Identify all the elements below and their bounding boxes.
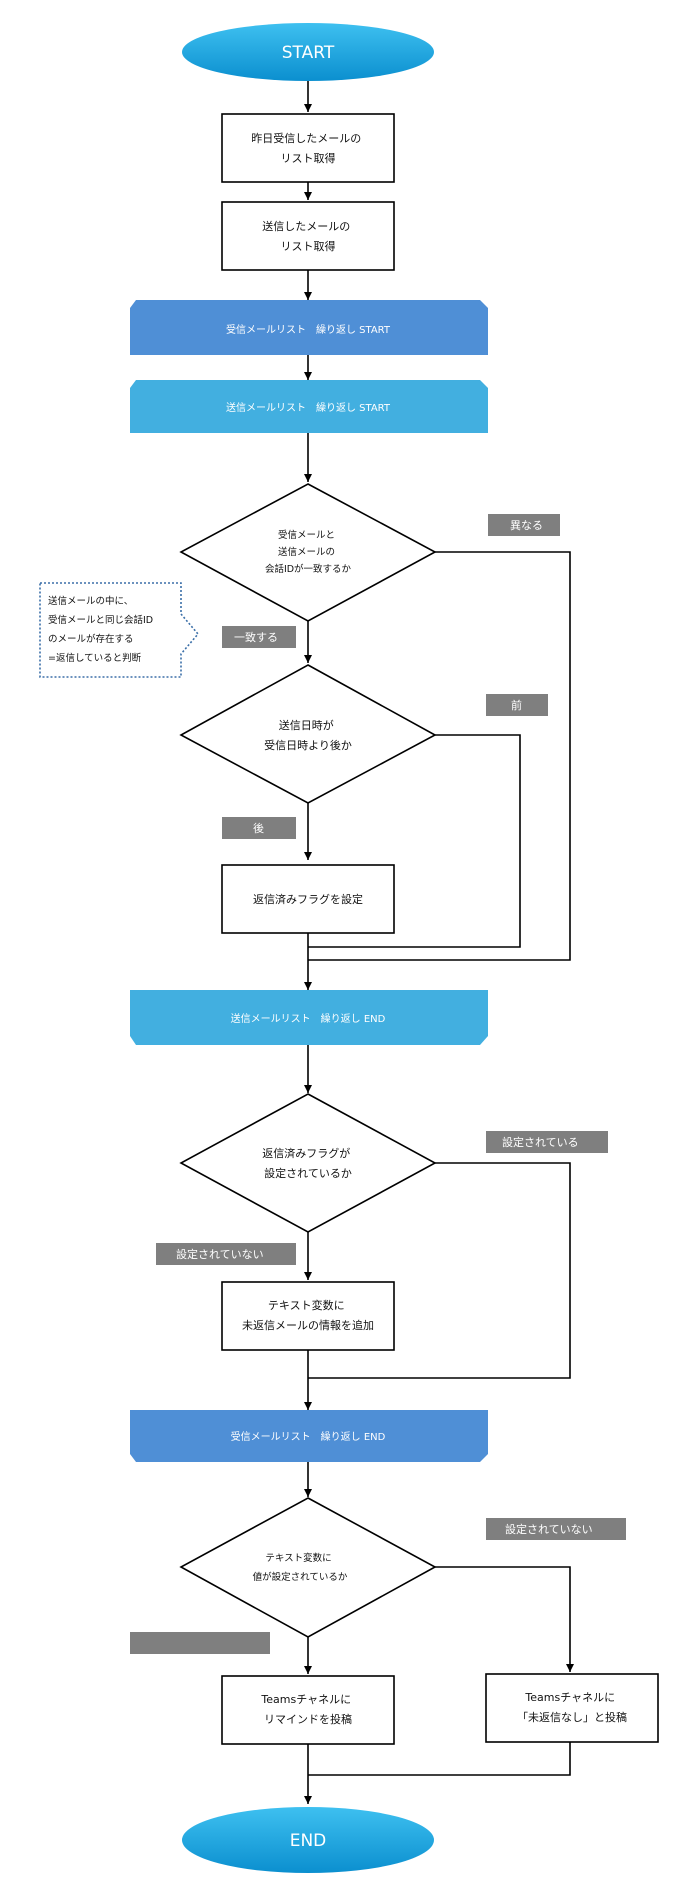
decision-text-set-text: テキスト変数に 値が設定されているか xyxy=(253,1552,348,1583)
loop-received-end xyxy=(130,1410,488,1462)
connector-before xyxy=(308,734,521,948)
label-before: 前 xyxy=(511,698,522,712)
decision-same-conversation-text: 受信メールと 送信メールの 会話IDが一致するか xyxy=(265,529,352,575)
loop-sent-end-text: 送信メールリスト 繰り返し END xyxy=(231,1012,386,1025)
label-match-bg xyxy=(222,626,296,648)
decision-sent-after xyxy=(179,664,437,804)
label-flag-not-set-bg xyxy=(156,1243,296,1265)
step-post-none-text: Teamsチャネルに 「未返信なし」と投稿 xyxy=(517,1691,627,1724)
note-callout xyxy=(39,582,200,678)
end-label: END xyxy=(290,1831,327,1851)
label-after: 後 xyxy=(253,821,264,835)
end-terminal xyxy=(182,1807,434,1873)
connector-different xyxy=(308,551,571,961)
label-flag-set-bg xyxy=(486,1131,608,1153)
loop-received-start-text: 受信メールリスト 繰り返し START xyxy=(226,323,391,336)
label-text-not-set: 設定されていない xyxy=(505,1522,593,1536)
step-get-received xyxy=(221,113,395,183)
connectors xyxy=(304,80,574,1804)
label-match: 一致する xyxy=(234,630,278,644)
loop-sent-start-text: 送信メールリスト 繰り返し START xyxy=(226,401,391,414)
label-before-bg xyxy=(486,694,548,716)
label-different-bg xyxy=(488,514,560,536)
step-set-flag-text: 返信済みフラグを設定 xyxy=(253,892,363,906)
connector-flag-set xyxy=(308,1162,571,1379)
decision-flag-set-text: 返信済みフラグが 設定されているか xyxy=(262,1146,354,1180)
step-post-remind-text: Teamsチャネルに リマインドを投稿 xyxy=(260,1693,354,1726)
label-text-set-bg xyxy=(130,1632,270,1654)
start-terminal xyxy=(182,23,434,81)
label-flag-not-set: 設定されていない xyxy=(176,1247,264,1261)
loop-sent-start xyxy=(130,380,488,433)
loop-received-start xyxy=(130,300,488,355)
decision-flag-set xyxy=(179,1093,437,1233)
step-set-flag xyxy=(221,864,395,934)
start-label: START xyxy=(282,43,335,63)
step-get-sent-text: 送信したメールの リスト取得 xyxy=(262,219,354,253)
step-add-text-text: テキスト変数に 未返信メールの情報を追加 xyxy=(242,1298,374,1332)
connector-merge xyxy=(308,1742,571,1776)
decision-text-set xyxy=(179,1497,437,1638)
label-text-not-set-bg xyxy=(486,1518,626,1540)
loop-received-end-text: 受信メールリスト 繰り返し END xyxy=(231,1430,386,1443)
decision-sent-after-text: 送信日時が 受信日時より後か xyxy=(264,718,352,752)
label-after-bg xyxy=(222,817,296,839)
step-add-text xyxy=(221,1281,395,1351)
label-different: 異なる xyxy=(510,519,543,532)
step-post-remind xyxy=(221,1675,395,1745)
decision-same-conversation xyxy=(179,483,437,622)
step-get-received-text: 昨日受信したメールの リスト取得 xyxy=(251,132,365,165)
step-get-sent xyxy=(221,201,395,271)
note-text: 送信メールの中に、 受信メールと同じ会話ID のメールが存在する =返信している… xyxy=(48,595,156,664)
label-flag-set: 設定されている xyxy=(502,1135,579,1149)
loop-sent-end xyxy=(130,990,488,1045)
step-post-none xyxy=(485,1673,659,1743)
connector-text-not-set xyxy=(435,1566,574,1672)
